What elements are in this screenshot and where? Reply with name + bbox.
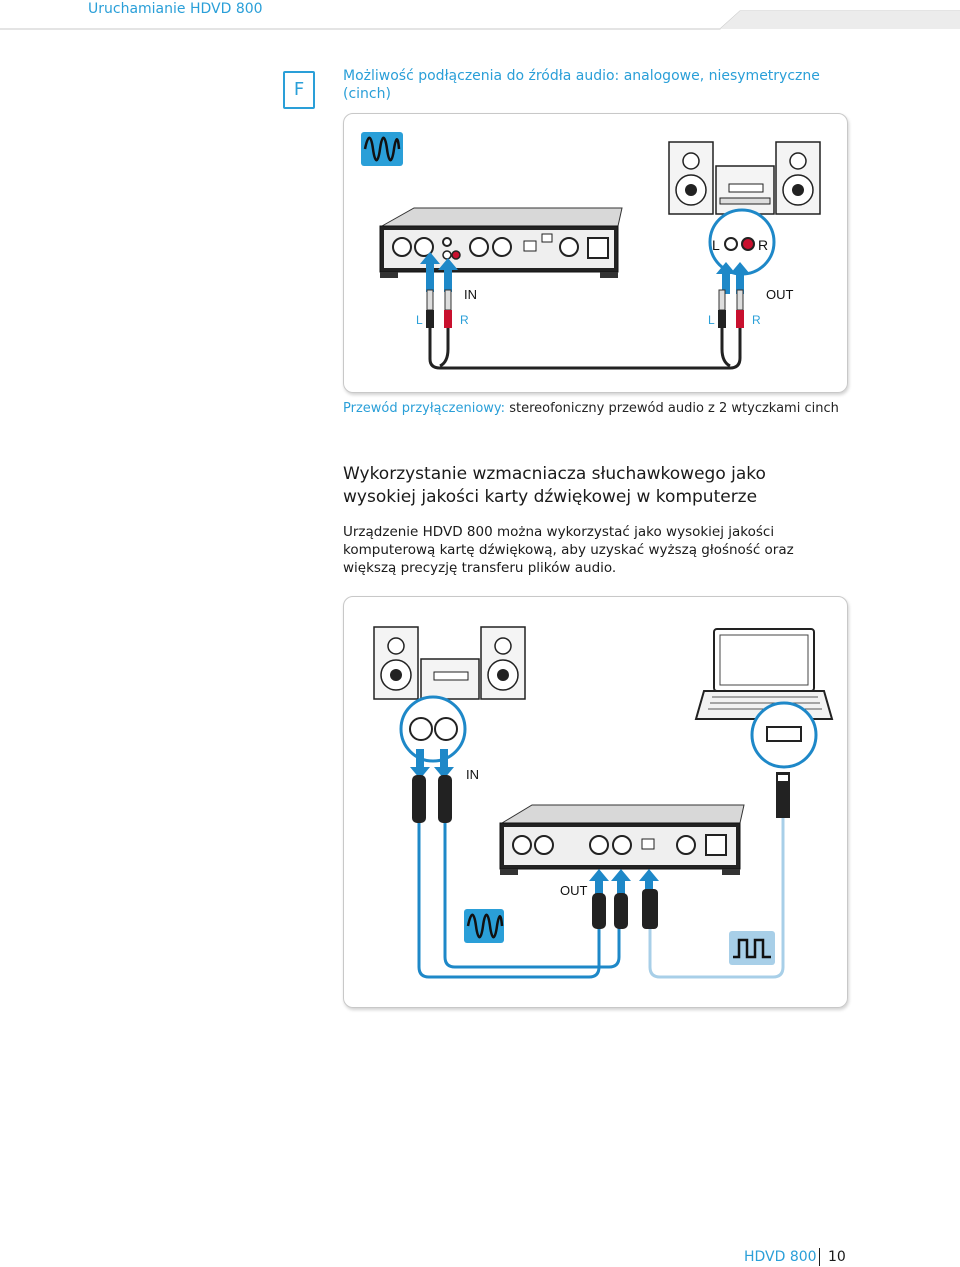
stereo-system — [373, 626, 526, 700]
arrow-down-icon — [410, 749, 430, 779]
label-l-right: L — [708, 313, 715, 327]
label-out: OUT — [560, 883, 588, 898]
figure-cinch-connection: IN L R L R OU — [343, 113, 848, 393]
cable-caption: Przewód przyłączeniowy: stereofoniczny p… — [343, 400, 843, 418]
laptop — [694, 628, 834, 720]
amplifier-rear-panel — [379, 207, 623, 278]
digital-square-wave-icon — [729, 931, 775, 965]
arrow-up-icon — [438, 258, 458, 292]
amplifier-rear-panel — [499, 804, 745, 875]
arrow-up-icon — [589, 869, 609, 897]
caption-term: Przewód przyłączeniowy: — [343, 401, 506, 416]
label-r-left: R — [460, 313, 469, 327]
header-bar — [0, 0, 960, 40]
arrow-up-icon — [716, 262, 736, 294]
caption-text: stereofoniczny przewód audio z 2 wtyczka… — [505, 401, 839, 416]
arrow-down-icon — [434, 749, 454, 779]
section-heading: Wykorzystanie wzmacniacza słuchawkowego … — [343, 464, 766, 507]
footer-divider — [819, 1248, 820, 1266]
section-title: Możliwość podłączenia do źródła audio: a… — [343, 68, 820, 102]
label-r-right: R — [752, 313, 761, 327]
figure-usb-sound-card: IN OUT — [343, 596, 848, 1008]
page-number: 10 — [828, 1249, 846, 1265]
analog-wave-icon — [361, 132, 403, 166]
arrow-up-icon — [611, 869, 631, 897]
usb-plug — [776, 772, 790, 818]
label-in: IN — [466, 767, 479, 782]
header-title: Uruchamianie HDVD 800 — [88, 1, 263, 17]
footer-product: HDVD 800 — [744, 1249, 817, 1265]
jack-label-r: R — [758, 237, 768, 253]
arrow-up-icon — [420, 252, 440, 292]
arrow-up-icon — [639, 869, 659, 897]
label-in: IN — [464, 287, 477, 302]
stereo-system — [668, 141, 821, 215]
label-l-left: L — [416, 313, 423, 327]
analog-wave-icon — [464, 909, 504, 943]
jack-label-l: L — [712, 237, 720, 253]
header-decoration — [0, 10, 960, 30]
label-out: OUT — [766, 287, 794, 302]
section-letter-badge: F — [283, 71, 315, 109]
arrow-up-icon — [730, 262, 750, 294]
body-paragraph: Urządzenie HDVD 800 można wykorzystać ja… — [343, 524, 794, 576]
